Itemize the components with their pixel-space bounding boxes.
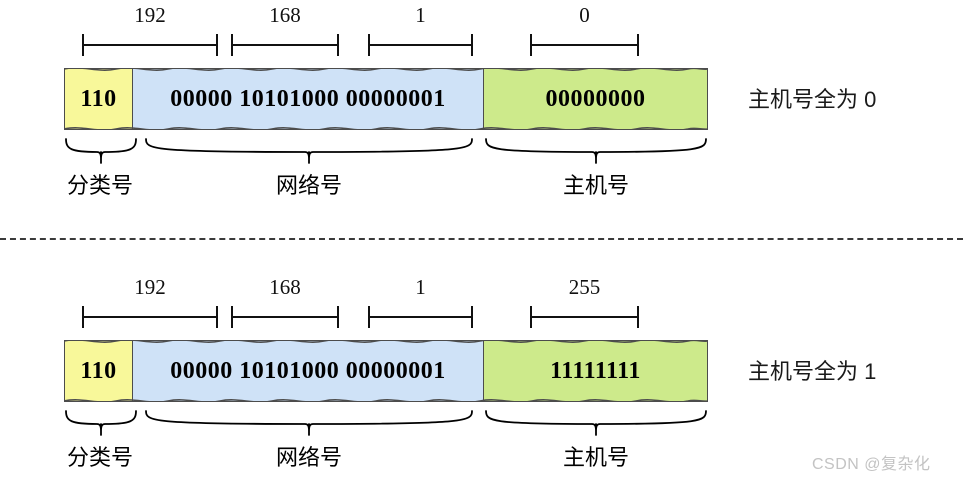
span-line xyxy=(530,316,639,318)
octet-tick-span-4 xyxy=(530,306,639,328)
tick-right xyxy=(216,34,218,56)
tick-right xyxy=(637,306,639,328)
tick-right xyxy=(216,306,218,328)
span-line xyxy=(231,44,339,46)
octet-tick-span-2 xyxy=(231,34,339,56)
octet-label-192: 192 xyxy=(134,3,166,27)
note-network-address: 主机号全为 0 xyxy=(748,87,877,112)
span-line xyxy=(82,44,218,46)
tick-right xyxy=(337,34,339,56)
brace-class-bottom xyxy=(64,410,138,436)
host-field-top: 00000000 xyxy=(484,68,708,130)
class-bits-value: 110 xyxy=(80,357,117,384)
brace-label-class-bottom: 分类号 xyxy=(66,445,133,470)
octet-ruler-bottom: 192 168 1 255 xyxy=(0,272,963,334)
tick-right xyxy=(471,34,473,56)
brace-label-class-top: 分类号 xyxy=(66,173,133,198)
octet-label-168: 168 xyxy=(269,275,301,299)
note-broadcast-address: 主机号全为 1 xyxy=(748,359,877,384)
tick-right xyxy=(471,306,473,328)
broadcast-address-block: 192 168 1 255 xyxy=(0,272,963,485)
host-field-bottom: 11111111 xyxy=(484,340,708,402)
tick-right xyxy=(337,306,339,328)
brace-label-network-bottom: 网络号 xyxy=(275,445,342,470)
brace-label-host-bottom: 主机号 xyxy=(562,445,629,470)
span-line xyxy=(231,316,339,318)
network-field-bottom: 00000 10101000 00000001 xyxy=(133,340,484,402)
class-field-top: 110 xyxy=(64,68,133,130)
network-bits-value: 00000 10101000 00000001 xyxy=(170,85,446,112)
span-line xyxy=(368,44,473,46)
brace-label-network-top: 网络号 xyxy=(275,173,342,198)
octet-ruler-top: 192 168 1 0 xyxy=(0,0,963,62)
brace-host-bottom xyxy=(484,410,708,436)
octet-tick-span-1 xyxy=(82,34,218,56)
brace-class-top xyxy=(64,138,138,164)
octet-label-1: 1 xyxy=(415,3,426,27)
span-line xyxy=(530,44,639,46)
host-bits-value: 11111111 xyxy=(550,357,641,384)
address-bar-top: 110 00000 10101000 00000001 00000000 xyxy=(64,68,708,130)
span-line xyxy=(368,316,473,318)
octet-tick-span-1 xyxy=(82,306,218,328)
address-bar-bottom: 110 00000 10101000 00000001 11111111 xyxy=(64,340,708,402)
octet-tick-span-3 xyxy=(368,306,473,328)
section-divider xyxy=(0,238,963,240)
class-bits-value: 110 xyxy=(80,85,117,112)
class-field-bottom: 110 xyxy=(64,340,133,402)
octet-label-192: 192 xyxy=(134,275,166,299)
octet-label-255: 255 xyxy=(568,275,601,299)
network-address-block: 192 168 1 0 xyxy=(0,0,963,220)
octet-tick-span-3 xyxy=(368,34,473,56)
brace-label-host-top: 主机号 xyxy=(562,173,629,198)
octet-label-0: 0 xyxy=(579,3,590,27)
network-bits-value: 00000 10101000 00000001 xyxy=(170,357,446,384)
span-line xyxy=(82,316,218,318)
brace-network-top xyxy=(144,138,474,164)
brace-host-top xyxy=(484,138,708,164)
octet-tick-span-4 xyxy=(530,34,639,56)
csdn-watermark: CSDN @复杂化 xyxy=(812,456,931,473)
octet-label-1: 1 xyxy=(415,275,426,299)
network-field-top: 00000 10101000 00000001 xyxy=(133,68,484,130)
octet-label-168: 168 xyxy=(269,3,301,27)
brace-network-bottom xyxy=(144,410,474,436)
octet-tick-span-2 xyxy=(231,306,339,328)
host-bits-value: 00000000 xyxy=(545,85,646,112)
tick-right xyxy=(637,34,639,56)
